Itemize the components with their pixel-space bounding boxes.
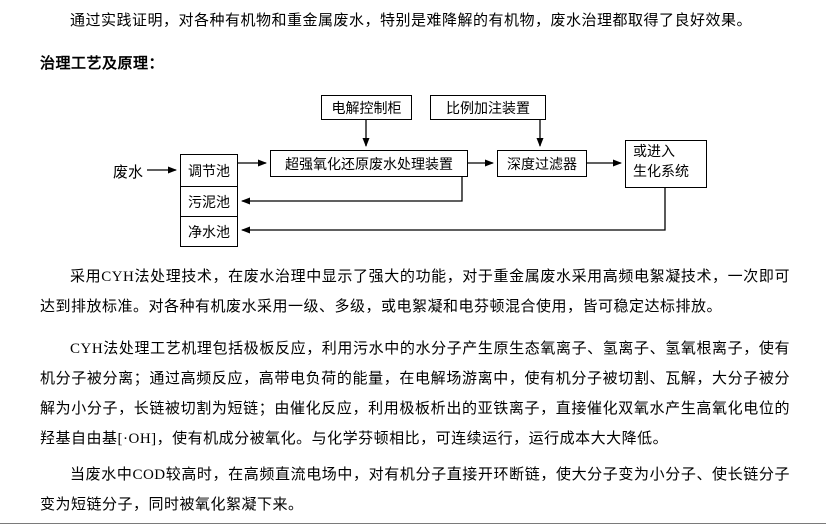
box-proportional-dosing-device: 比例加注装置 — [430, 95, 546, 120]
diagram-connector-lines — [147, 120, 666, 234]
page-bottom-divider — [0, 523, 826, 524]
body-paragraph-3: 当废水中COD较高时，在高频直流电场中，对有机分子直接开环断链，使大分子变为小分… — [40, 467, 790, 513]
box-regulating-tank: 调节池 — [180, 154, 238, 187]
line-return-to-clean-water-tank — [241, 188, 666, 234]
box-clean-water-tank: 净水池 — [180, 216, 238, 247]
line-return-to-sludge-tank — [241, 177, 463, 205]
box-biochemical-system: 或进入 生化系统 — [625, 140, 707, 188]
intro-paragraph: 通过实践证明，对各种有机物和重金属废水，特别是难降解的有机物，废水治理都取得了良… — [70, 13, 753, 29]
box-electrolysis-control-cabinet: 电解控制柜 — [321, 95, 412, 120]
section-heading: 治理工艺及原理： — [40, 56, 165, 72]
box-oxidation-reduction-treatment-device: 超强氧化还原废水处理装置 — [270, 150, 468, 177]
wastewater-source-label: 废水 — [113, 165, 144, 181]
biochemical-system-line1: 或进入 — [633, 145, 675, 160]
box-sludge-tank: 污泥池 — [180, 186, 238, 217]
biochemical-system-line2: 生化系统 — [633, 165, 689, 180]
body-paragraph-2: CYH法处理工艺机理包括极板反应，利用污水中的水分子产生原生态氧离子、氢离子、氢… — [40, 341, 790, 447]
body-paragraph-1: 采用CYH法处理技术，在废水治理中显示了强大的功能，对于重金属废水采用高频电絮凝… — [40, 269, 790, 315]
box-deep-filter: 深度过滤器 — [497, 150, 587, 177]
process-flow-diagram: 废水 电解控制柜 比例加注装置 调节池 污泥池 净水池 超强氧化还原废水处理装置… — [0, 88, 826, 260]
